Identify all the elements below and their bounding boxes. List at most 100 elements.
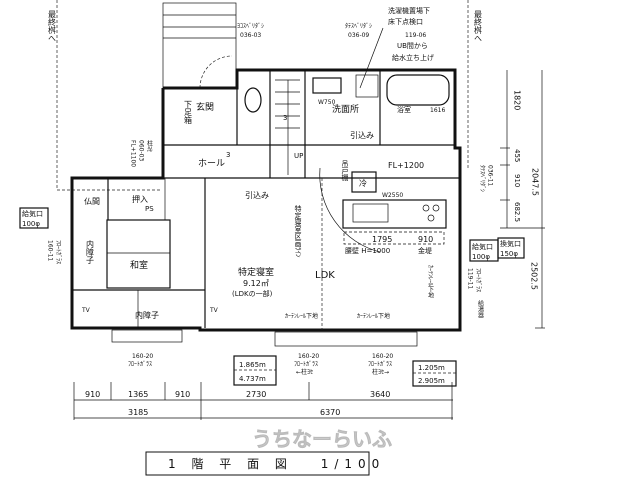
hikikomi-label: 引込み — [350, 131, 374, 140]
window-code-left: 160-11 — [47, 240, 54, 261]
counter-wall — [343, 231, 445, 245]
air-inlet-size: 100φ — [472, 253, 490, 261]
fridge-space — [351, 171, 377, 193]
exhaust-box — [497, 237, 525, 259]
inspection-label: 床下点検口 — [388, 17, 423, 26]
curtain-rail-label: ｶｰﾃﾝﾚｰﾙ下地 — [285, 312, 318, 320]
dimension-label: 682.5 — [513, 202, 521, 222]
window-type: ﾌﾛｰﾄｶﾞﾗｽ — [294, 361, 318, 368]
stairs-up-label: UP — [294, 152, 303, 160]
hanging-cabinet-label: 吊戸棚 — [341, 160, 349, 182]
shoji-label: 内障子 — [135, 310, 159, 320]
dimension-lines-bottom — [73, 382, 453, 420]
tv-outlet-label: TV — [209, 307, 219, 314]
fl-height-label: FL+1100 — [130, 140, 137, 167]
washing-machine-space — [355, 74, 379, 98]
window-note: 柱ﾖｾ→ — [372, 368, 389, 376]
room-label-washitsu: 和室 — [130, 259, 148, 271]
dimension-label: 6370 — [320, 408, 340, 417]
fl-height-label: FL+1200 — [388, 161, 424, 170]
inspection-label: 洗濯機置場下 — [388, 6, 430, 15]
bathtub-fixture — [386, 74, 450, 106]
stairs-count-label: 3 — [283, 114, 287, 122]
exhaust-size: 150φ — [500, 250, 518, 258]
bedroom-zone-label: 特定寝室区画ﾗｲﾝ — [294, 204, 302, 258]
fl-code-label: 060-03 — [138, 140, 145, 161]
watermark: うちなーらいふ — [252, 427, 392, 451]
light-switch-wire — [319, 167, 381, 253]
exhaust-label: 換気口 — [500, 239, 521, 248]
room-label-bath: 浴室 — [397, 105, 411, 114]
shoji-label: 内障子 — [86, 239, 95, 264]
toilet-fixture — [244, 87, 262, 113]
dimension-label: 3640 — [370, 390, 390, 399]
dimension-label: 455 — [513, 149, 521, 162]
tv-outlet-label: TV — [81, 307, 91, 314]
svg-text:1.865m: 1.865m — [239, 361, 266, 369]
curtain-rail-label: ｶｰﾃﾝﾚｰﾙ下地 — [427, 265, 434, 298]
air-inlet-size: 100φ — [22, 220, 40, 228]
bedroom-area-label: 9.12㎡ — [243, 279, 269, 288]
water-supply-label: UB間から — [397, 42, 428, 50]
leader-line — [359, 27, 384, 89]
window-note: ←柱ﾖｾ — [296, 368, 313, 376]
air-inlet-label: 給気口 — [472, 242, 493, 251]
window-type: ﾌﾛｰﾄｶﾞﾗｽ — [128, 361, 152, 368]
window-code: 160-20 — [298, 353, 319, 360]
dimension-label: 910 — [513, 174, 521, 187]
stove-burner — [427, 214, 435, 222]
kitchen-sink — [352, 203, 389, 223]
window-type-left: ﾌﾛｰﾄｶﾞﾗｽ — [55, 240, 62, 264]
room-label-butsuma: 仏間 — [84, 197, 100, 206]
counter-length-label: 1795 — [372, 235, 392, 244]
dimension-label: 2502.5 — [530, 262, 539, 290]
plan-title: 1 階 平 面 図 1/100 — [168, 456, 385, 471]
air-inlet-box-left — [19, 207, 49, 229]
kitchen-counter — [342, 199, 447, 229]
water-code-label: 119-06 — [405, 32, 426, 39]
air-inlet-label: 給気口 — [22, 209, 43, 218]
counter-note-label: 腰壁 H=1000 — [345, 246, 390, 255]
water-heater-label: 給湯器 — [477, 299, 484, 319]
hanging-cabinet-size: W2550 — [382, 192, 403, 199]
dimension-label: 3185 — [128, 408, 148, 417]
shoe-box-label: 下足箱 — [184, 100, 193, 125]
bedroom-note-label: (LDKの一部) — [232, 289, 273, 298]
dimension-label: 910 — [85, 390, 100, 399]
svg-text:4.737m: 4.737m — [239, 375, 266, 383]
water-supply-label: 給水立ち上げ — [392, 53, 434, 62]
porch-steps — [162, 2, 237, 89]
final-basin-label-left: 最終桝へ — [48, 10, 57, 42]
hikikomi-label: 引込み — [245, 191, 269, 200]
window-code-right: 036-11 — [487, 165, 494, 186]
fl-note-label: 柱ﾖｾ — [146, 139, 153, 152]
title-box — [145, 451, 370, 476]
room-label-ldk: LDK — [315, 270, 335, 281]
room-label-washroom: 洗面所 — [332, 103, 359, 115]
room-label-bedroom: 特定寝室 — [238, 266, 274, 278]
window-bottom-1 — [111, 329, 183, 343]
stove-burner — [432, 204, 440, 212]
dimension-lines-right — [500, 70, 545, 329]
fridge-label: 冷 — [359, 178, 367, 188]
area-box: 1.205m 2.905m — [412, 360, 457, 387]
stove-burner — [422, 204, 430, 212]
dimension-label: 2730 — [246, 390, 266, 399]
svg-text:1.205m: 1.205m — [418, 364, 445, 372]
washbasin-width-label: W750 — [318, 99, 336, 106]
dimension-label: 910 — [175, 390, 190, 399]
dimension-label: 1365 — [128, 390, 148, 399]
stairs — [275, 79, 300, 175]
walls — [70, 68, 462, 332]
window-type: ﾌﾛｰﾄｶﾞﾗｽ — [368, 361, 392, 368]
window-code: 160-20 — [132, 353, 153, 360]
ps-label: PS — [145, 205, 154, 213]
counter-post-label: 金堤 — [418, 246, 432, 255]
dimension-label: 1820 — [513, 90, 522, 110]
room-label-entrance: 玄関 — [196, 101, 214, 113]
room-label-hall: ホール — [198, 158, 225, 169]
stairs-count-label: 3 — [226, 151, 230, 159]
room-label-oshiire: 押入 — [132, 194, 148, 204]
window-type-label: ﾀﾃｽﾍﾞﾘﾀﾞｼ — [345, 23, 372, 30]
dimension-label: 2047.5 — [531, 168, 540, 196]
